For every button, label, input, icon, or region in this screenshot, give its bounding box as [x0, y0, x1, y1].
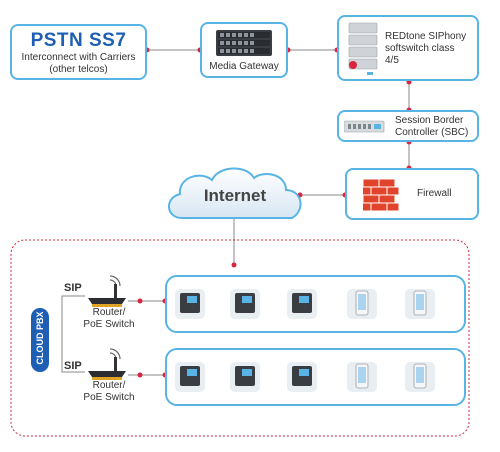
sbc-line1: Session Border	[395, 115, 464, 126]
phone-devices-2	[175, 362, 435, 392]
media-gateway-label: Media Gateway	[209, 61, 279, 72]
router-label-1-line2: PoE Switch	[83, 319, 135, 330]
desk-phone-icon	[287, 362, 317, 392]
phone-devices-1	[175, 289, 435, 319]
softswitch-server-icon	[348, 22, 378, 75]
media-gateway-node: Media Gateway	[200, 22, 288, 78]
firewall-label: Firewall	[417, 188, 452, 199]
mobile-phone-icon	[347, 289, 377, 319]
desk-phone-icon	[230, 289, 260, 319]
mobile-phone-icon	[347, 362, 377, 392]
sbc-device-icon	[344, 120, 385, 133]
pstn-node: PSTN SS7 Interconnect with Carriers (oth…	[10, 24, 147, 80]
phone-panel-1	[165, 275, 466, 333]
sbc-line2: Controller (SBC)	[395, 127, 469, 138]
mobile-phone-icon	[405, 289, 435, 319]
router-icon-2	[88, 348, 126, 380]
router-label-2-line2: PoE Switch	[83, 392, 135, 403]
softswitch-node: REDtone SIPhony softswitch class 4/5	[337, 15, 479, 81]
desk-phone-icon	[287, 289, 317, 319]
pstn-title: PSTN SS7	[30, 30, 127, 51]
pstn-subtitle-line2: (other telcos)	[49, 64, 108, 75]
internet-cloud-icon	[168, 167, 302, 219]
desk-phone-icon	[230, 362, 260, 392]
cloud-pbx-label: CLOUD PBX	[35, 311, 45, 365]
router-icon-1	[88, 275, 126, 307]
router-label-2-line1: Router/	[92, 380, 126, 391]
softswitch-line1: REDtone SIPhony	[385, 31, 467, 42]
cloud-pbx-badge: CLOUD PBX	[31, 308, 49, 372]
desk-phone-icon	[175, 362, 205, 392]
mobile-phone-icon	[405, 362, 435, 392]
internet-label: Internet	[203, 186, 267, 205]
phone-panel-2	[165, 348, 466, 406]
cloud-pbx-area	[10, 239, 470, 437]
server-rack-icon	[216, 30, 272, 56]
router-label-1-line1: Router/	[92, 307, 126, 318]
sbc-node: Session Border Controller (SBC)	[337, 110, 479, 142]
pstn-subtitle-line1: Interconnect with Carriers	[21, 52, 136, 63]
desk-phone-icon	[175, 289, 205, 319]
sip-label-2: SIP	[64, 360, 82, 372]
sip-label-1: SIP	[64, 282, 82, 294]
firewall-node: Firewall	[345, 168, 479, 220]
firewall-brick-icon	[363, 179, 399, 211]
softswitch-line2: softswitch class	[385, 43, 455, 54]
softswitch-line3: 4/5	[385, 55, 399, 66]
